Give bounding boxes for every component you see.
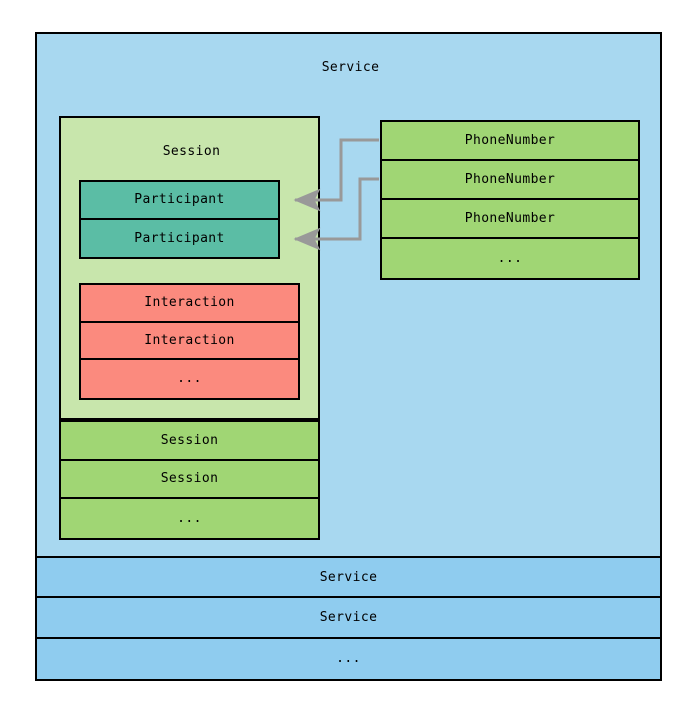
phone-number-row[interactable]: PhoneNumber	[382, 200, 638, 239]
participant-row[interactable]: Participant	[81, 219, 278, 257]
session-row-ellipsis[interactable]: ...	[61, 499, 318, 538]
interaction-row-ellipsis[interactable]: ...	[81, 360, 298, 398]
service-row-ellipsis[interactable]: ...	[37, 638, 660, 679]
session-row[interactable]: Session	[61, 460, 318, 500]
phone-number-row-ellipsis[interactable]: ...	[382, 239, 638, 278]
sibling-service-list: Service Service ...	[35, 556, 662, 681]
phone-number-list: PhoneNumber PhoneNumber PhoneNumber ...	[380, 120, 640, 280]
interaction-list: Interaction Interaction ...	[79, 283, 300, 400]
session-container-title: Session	[162, 144, 221, 159]
service-row[interactable]: Service	[37, 558, 660, 599]
participant-row[interactable]: Participant	[81, 182, 278, 220]
phone-number-row[interactable]: PhoneNumber	[382, 161, 638, 200]
interaction-row[interactable]: Interaction	[81, 322, 298, 361]
session-row[interactable]: Session	[61, 422, 318, 461]
interaction-row[interactable]: Interaction	[81, 285, 298, 323]
phone-number-row[interactable]: PhoneNumber	[382, 122, 638, 161]
participant-list: Participant Participant	[79, 180, 280, 259]
sibling-session-list: Session Session ...	[59, 420, 320, 540]
service-title: Service	[321, 60, 380, 75]
service-row[interactable]: Service	[37, 598, 660, 639]
